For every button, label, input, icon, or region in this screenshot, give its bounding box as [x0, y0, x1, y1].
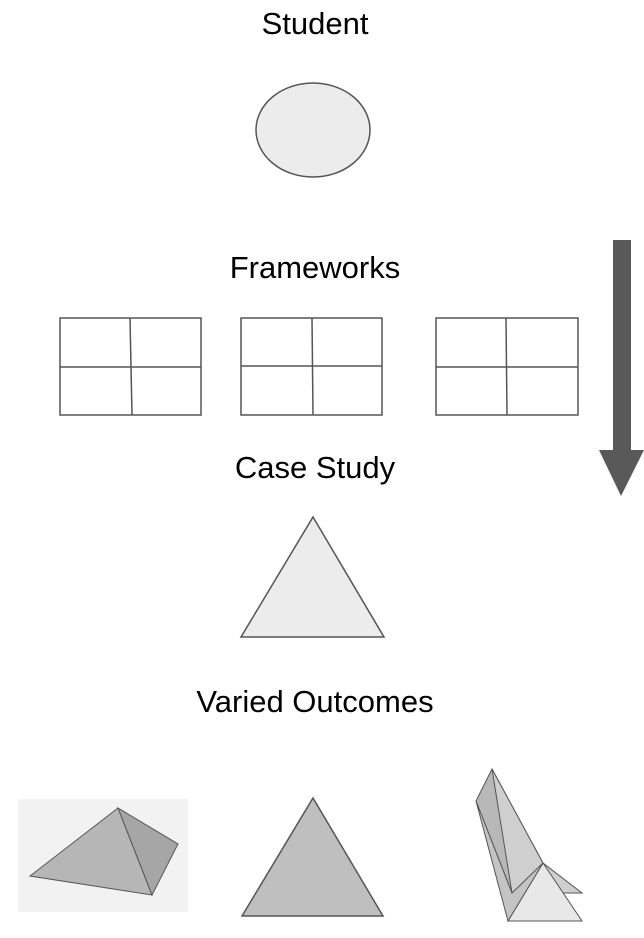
- frameworks-label: Frameworks: [229, 250, 401, 285]
- framework-grid-icon-1: [59, 317, 202, 416]
- framework-grid-icon-3: [435, 317, 579, 416]
- student-circle-icon: [255, 82, 371, 178]
- case-study-label: Case Study: [234, 450, 396, 485]
- prism-icon: [475, 767, 584, 923]
- framework-grid-icon-2: [240, 317, 383, 416]
- varied-outcomes-label: Varied Outcomes: [196, 684, 434, 719]
- outcome-triangle-icon: [240, 796, 385, 917]
- student-label: Student: [261, 6, 369, 41]
- pyramid-icon: [18, 799, 188, 912]
- case-study-triangle-icon: [239, 515, 386, 638]
- down-arrow-icon: [599, 240, 644, 496]
